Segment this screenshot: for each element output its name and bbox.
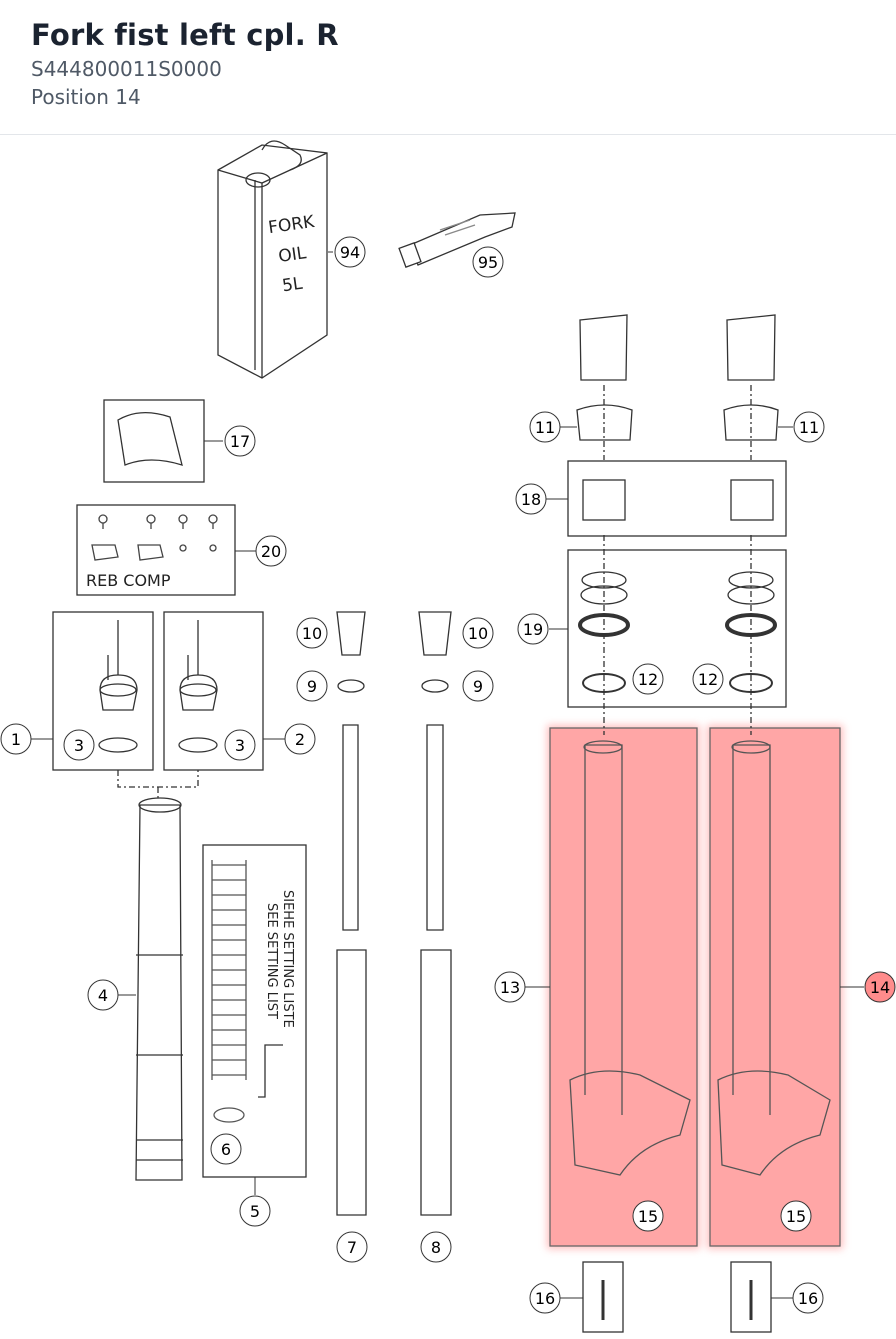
callout-10-left[interactable]: 10 xyxy=(296,617,328,649)
svg-text:5: 5 xyxy=(250,1202,260,1221)
svg-text:1: 1 xyxy=(11,730,21,749)
callout-16-right[interactable]: 16 xyxy=(792,1282,824,1314)
callout-5[interactable]: 5 xyxy=(239,1195,271,1227)
highlight-area[interactable] xyxy=(547,725,843,1249)
callout-11-right[interactable]: 11 xyxy=(793,411,825,443)
can-label-line2: OIL xyxy=(277,243,308,267)
svg-text:11: 11 xyxy=(799,418,819,437)
callout-9-left[interactable]: 9 xyxy=(296,670,328,702)
spring-note-2: SEE SETTING LIST xyxy=(264,903,279,1019)
callout-10-right[interactable]: 10 xyxy=(462,617,494,649)
damper-rod-left xyxy=(342,724,359,931)
fork-cap-box-left xyxy=(52,611,154,771)
fork-leg-outline xyxy=(569,740,831,1176)
callout-16-left[interactable]: 16 xyxy=(529,1282,561,1314)
callout-95[interactable]: 95 xyxy=(472,246,504,278)
can-label-line3: 5L xyxy=(281,274,304,297)
callout-19[interactable]: 19 xyxy=(517,613,549,645)
svg-text:10: 10 xyxy=(302,624,322,643)
callout-1[interactable]: 1 xyxy=(0,723,32,755)
fork-oil-can xyxy=(217,140,328,379)
svg-text:15: 15 xyxy=(638,1207,658,1226)
spring-note-1: SIEHE SETTING LISTE xyxy=(280,890,295,1028)
svg-text:4: 4 xyxy=(98,986,108,1005)
callout-2[interactable]: 2 xyxy=(284,723,316,755)
callout-9-right[interactable]: 9 xyxy=(462,670,494,702)
spring xyxy=(211,860,247,1123)
svg-text:15: 15 xyxy=(786,1207,806,1226)
callout-13[interactable]: 13 xyxy=(494,971,526,1003)
callout-12-left[interactable]: 12 xyxy=(632,663,664,695)
svg-text:2: 2 xyxy=(295,730,305,749)
exploded-diagram: FORK OIL 5L REB COMP xyxy=(0,135,896,1335)
callout-11-left[interactable]: 11 xyxy=(529,411,561,443)
reb-comp-label: REB COMP xyxy=(86,571,171,590)
part-title: Fork fist left cpl. R xyxy=(31,18,339,52)
callout-94[interactable]: 94 xyxy=(334,236,366,268)
page-header: Fork fist left cpl. R S444800011S0000 Po… xyxy=(0,0,896,135)
svg-text:16: 16 xyxy=(798,1289,818,1308)
fork-cap-box-right xyxy=(163,611,264,771)
cartridge-tube xyxy=(135,797,183,1181)
callout-7[interactable]: 7 xyxy=(336,1231,368,1263)
callout-6[interactable]: 6 xyxy=(210,1133,242,1165)
svg-text:3: 3 xyxy=(74,736,84,755)
svg-text:20: 20 xyxy=(261,542,281,561)
axle-clamp-box-right xyxy=(730,1261,772,1333)
svg-text:6: 6 xyxy=(221,1140,231,1159)
callout-20[interactable]: 20 xyxy=(255,535,287,567)
svg-text:8: 8 xyxy=(431,1238,441,1257)
svg-text:18: 18 xyxy=(521,490,541,509)
svg-text:11: 11 xyxy=(535,418,555,437)
screw-kit-box xyxy=(76,504,236,596)
svg-text:19: 19 xyxy=(523,620,543,639)
callout-17[interactable]: 17 xyxy=(224,425,256,457)
svg-text:13: 13 xyxy=(500,978,520,997)
callout-4[interactable]: 4 xyxy=(87,979,119,1011)
svg-text:9: 9 xyxy=(473,677,483,696)
callout-18[interactable]: 18 xyxy=(515,483,547,515)
svg-text:12: 12 xyxy=(638,670,658,689)
seal-box-19 xyxy=(567,549,787,708)
svg-text:94: 94 xyxy=(340,243,360,262)
svg-text:14: 14 xyxy=(870,978,890,997)
position-label: Position 14 xyxy=(31,85,141,109)
callout-14[interactable]: 14 xyxy=(864,971,896,1003)
diagram-canvas: FORK OIL 5L REB COMP xyxy=(0,140,896,1333)
part-number: S444800011S0000 xyxy=(31,57,222,81)
damper-rod-right xyxy=(426,724,444,931)
svg-text:9: 9 xyxy=(307,677,317,696)
callout-12-right[interactable]: 12 xyxy=(692,663,724,695)
grease-tube xyxy=(398,212,516,268)
callout-3-left[interactable]: 3 xyxy=(63,729,95,761)
svg-text:17: 17 xyxy=(230,432,250,451)
svg-text:10: 10 xyxy=(468,624,488,643)
callout-15-right[interactable]: 15 xyxy=(780,1200,812,1232)
svg-text:16: 16 xyxy=(535,1289,555,1308)
callout-15-left[interactable]: 15 xyxy=(632,1200,664,1232)
callout-8[interactable]: 8 xyxy=(420,1231,452,1263)
svg-text:12: 12 xyxy=(698,670,718,689)
callout-3-right[interactable]: 3 xyxy=(224,729,256,761)
svg-text:3: 3 xyxy=(235,736,245,755)
svg-text:95: 95 xyxy=(478,253,498,272)
axle-clamp-box-left xyxy=(582,1261,624,1333)
svg-text:7: 7 xyxy=(347,1238,357,1257)
